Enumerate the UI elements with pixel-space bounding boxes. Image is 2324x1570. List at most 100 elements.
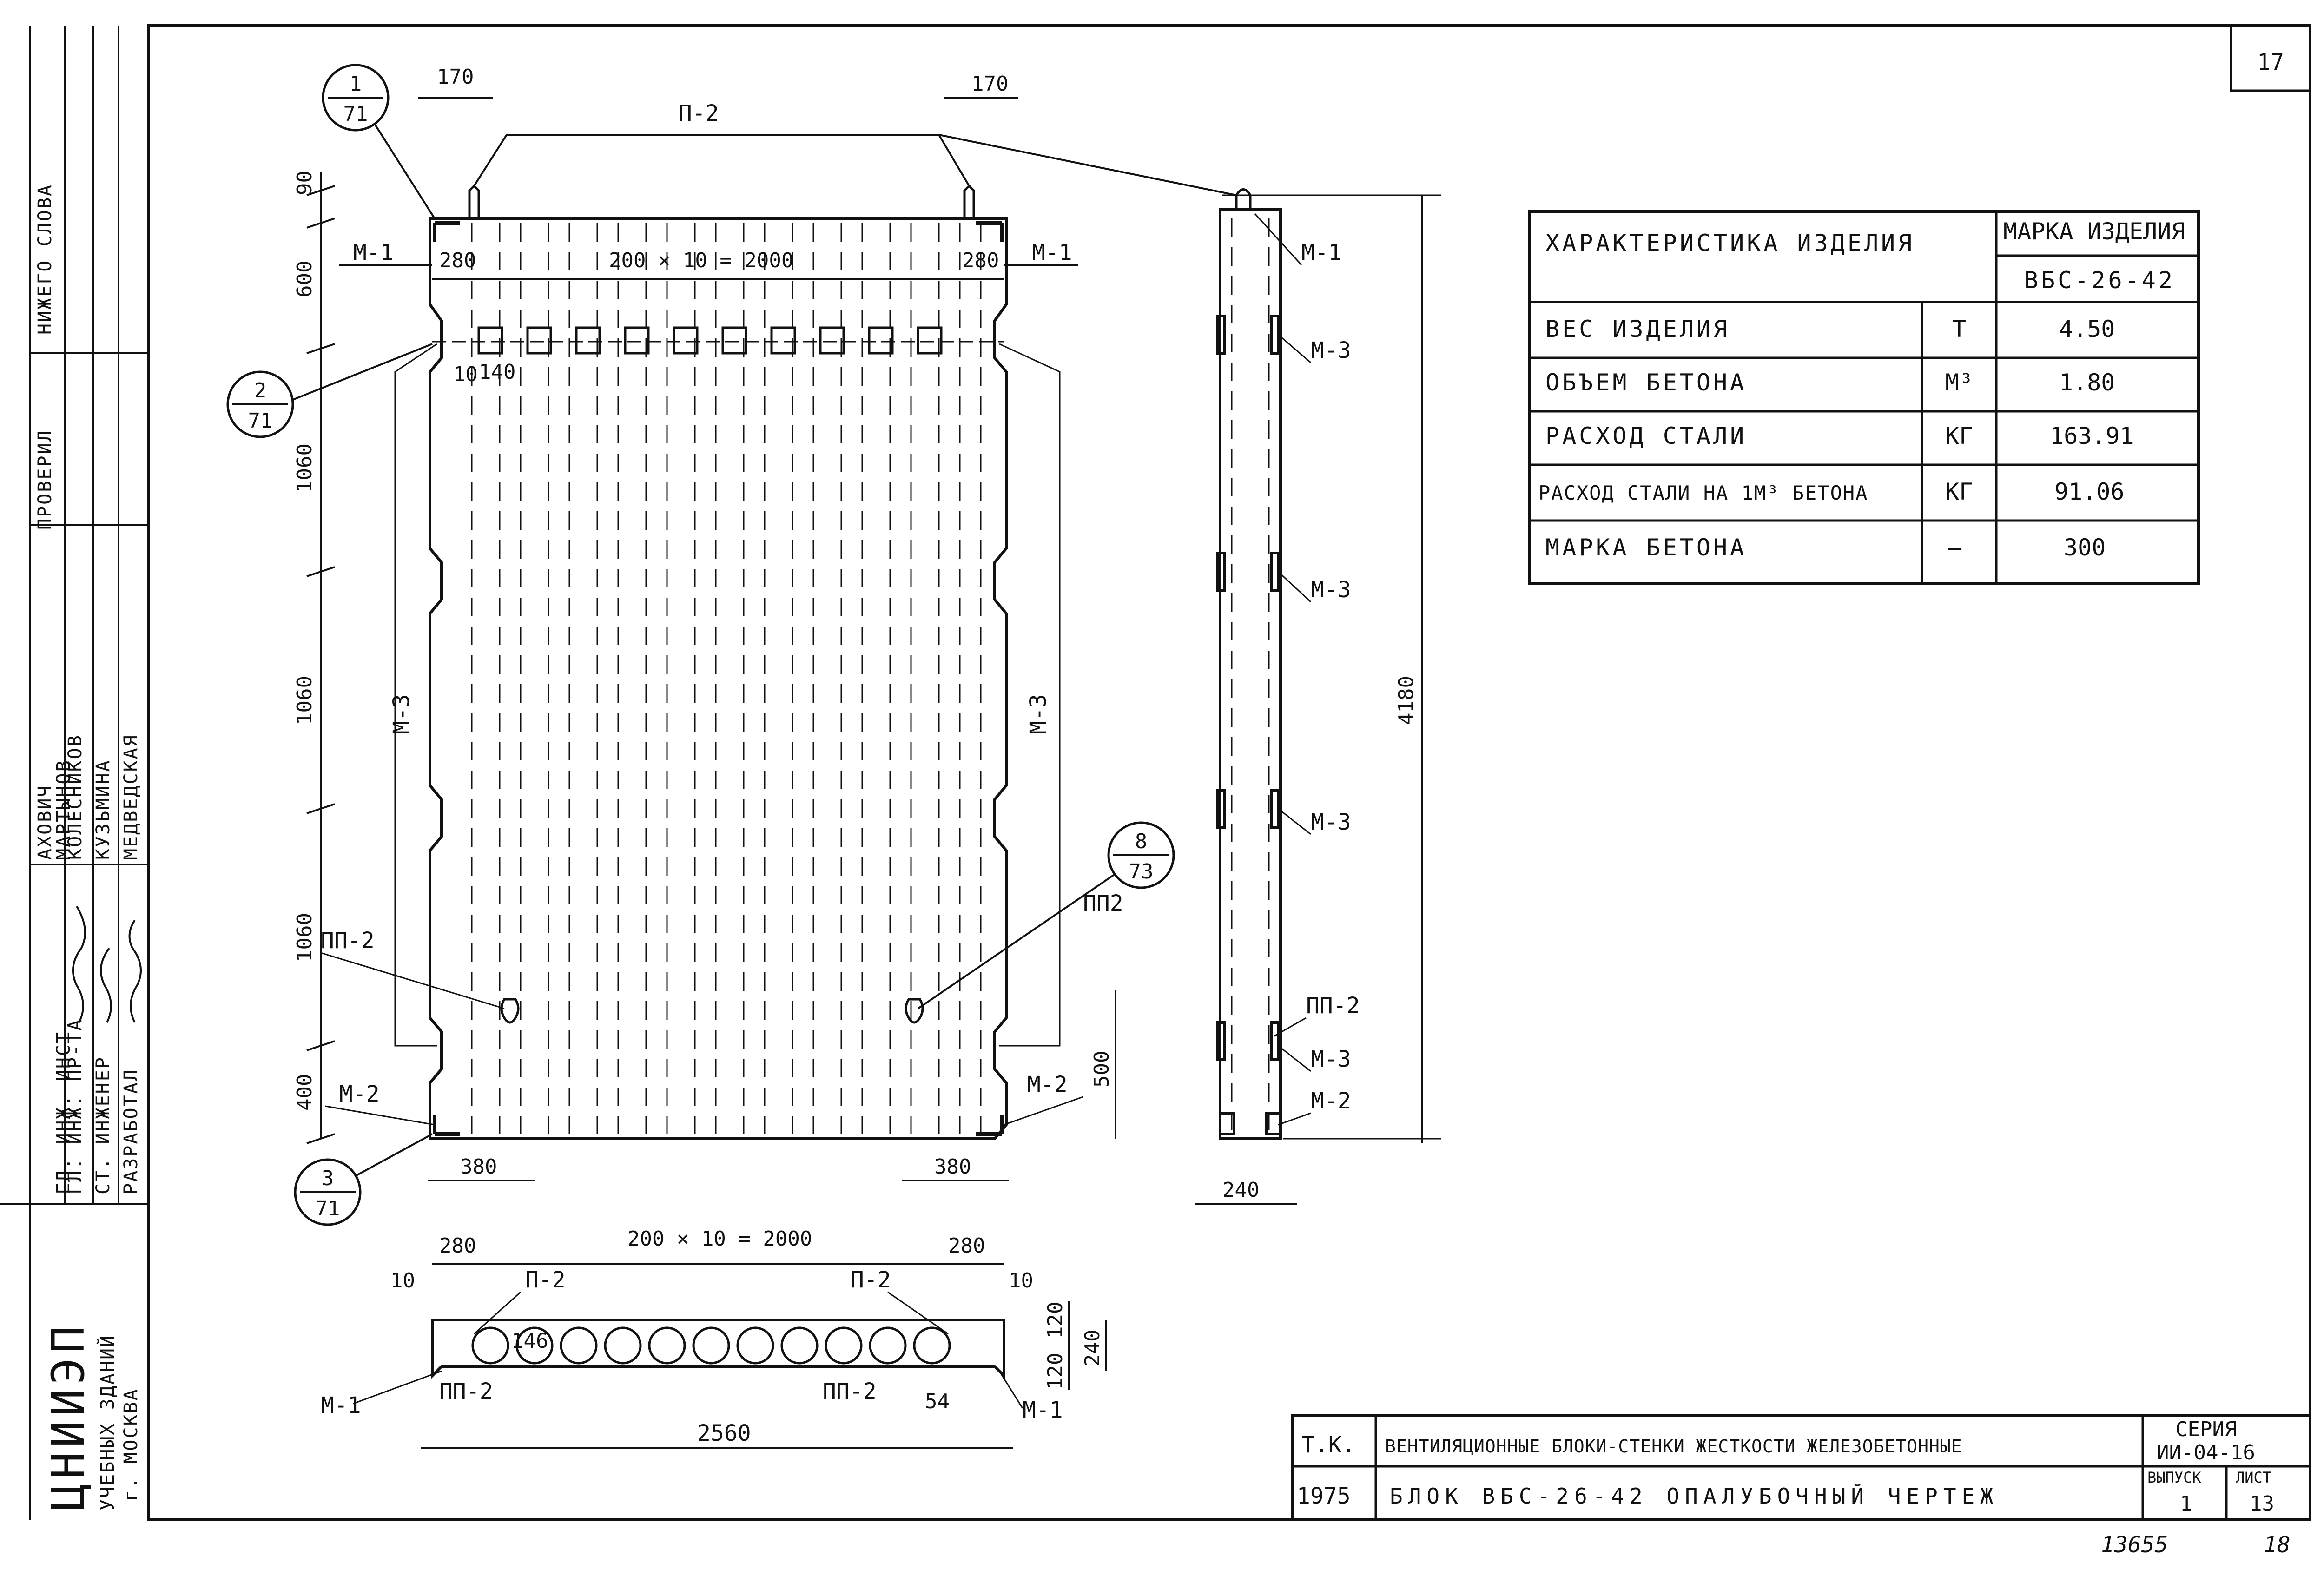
plan-dim-120-top: 120 xyxy=(1043,1302,1067,1339)
stamp-role-1: ГЛ. ИНЖ. ПР-ТА xyxy=(65,1018,86,1194)
row-4-label: МАРКА БЕТОНА xyxy=(1545,534,1747,561)
archive-number: 13655 xyxy=(2101,1532,2168,1558)
series-label: СЕРИЯ xyxy=(2175,1418,2237,1441)
row-3-label: РАСХОД СТАЛИ НА 1М³ БЕТОНА xyxy=(1538,482,1868,504)
stamp-name-3: МЕДВЕДСКАЯ xyxy=(120,734,142,860)
svg-text:73: 73 xyxy=(1129,860,1154,884)
characteristics-table: ХАРАКТЕРИСТИКА ИЗДЕЛИЯ МАРКА ИЗДЕЛИЯ ВБС… xyxy=(1528,210,2200,585)
openings-row xyxy=(477,326,943,355)
row-1-unit: М³ xyxy=(1945,369,1973,396)
row-2-label: РАСХОД СТАЛИ xyxy=(1545,422,1747,449)
dim-bottom-380-right: 380 xyxy=(934,1155,971,1179)
plan-dim-10-right: 10 xyxy=(1009,1269,1033,1293)
plan-dim-146: 146 xyxy=(511,1329,548,1353)
series-title: ВЕНТИЛЯЦИОННЫЕ БЛОКИ-СТЕНКИ ЖЕСТКОСТИ ЖЕ… xyxy=(1385,1436,1962,1457)
series-code: ИИ-04-16 xyxy=(2157,1441,2255,1464)
drawing-title: БЛОК ВБС-26-42 ОПАЛУБОЧНЫЙ ЧЕРТЕЖ xyxy=(1390,1484,1999,1509)
elevation-view: 90 600 1060 1060 1060 400 170 170 280 20… xyxy=(226,64,1237,1226)
plan-label-pp2-left: ПП-2 xyxy=(439,1379,493,1405)
callout-8-73: 8 73 xyxy=(917,821,1175,1009)
stamp-header-mid: ПРОВЕРИЛ xyxy=(34,429,56,530)
signature-2 xyxy=(100,947,112,1023)
page-number: 18 xyxy=(2264,1532,2291,1558)
side-height: 4180 xyxy=(1394,676,1418,725)
dim-v-1060b: 1060 xyxy=(293,676,317,725)
plan-label-pp2-right: ПП-2 xyxy=(823,1379,877,1405)
row-0-label: ВЕС ИЗДЕЛИЯ xyxy=(1545,316,1730,343)
row-0-unit: Т xyxy=(1952,316,1966,343)
row-2-value: 163.91 xyxy=(2050,422,2134,449)
stamp-name-1: КОЛЕСНИКОВ xyxy=(65,734,86,860)
plan-label-p2-right: П-2 xyxy=(851,1267,891,1293)
dim-bottom-380-left: 380 xyxy=(460,1155,497,1179)
institute-name: ЦНИИЭП xyxy=(42,1321,94,1511)
row-2-unit: КГ xyxy=(1945,422,1973,449)
callout-1-71: 1 71 xyxy=(322,64,436,219)
plan-voids xyxy=(471,1326,951,1365)
table-header-right: МАРКА ИЗДЕЛИЯ xyxy=(2003,218,2185,245)
dim-inner-280-left: 280 xyxy=(439,249,476,272)
table-product-mark: ВБС-26-42 xyxy=(2024,267,2175,294)
issue-label: ВЫПУСК xyxy=(2147,1469,2201,1486)
callout-3-71: 3 71 xyxy=(294,1133,433,1226)
dim-v-1060a: 1060 xyxy=(293,443,317,493)
sheet-number-box xyxy=(2230,24,2311,92)
row-3-unit: КГ xyxy=(1945,478,1973,505)
sheet-number: 17 xyxy=(2257,49,2284,75)
institute-city: г. МОСКВА xyxy=(120,1388,142,1501)
signature-3 xyxy=(128,919,142,1023)
dim-inner-280-right: 280 xyxy=(962,249,999,272)
dim-v-90: 90 xyxy=(293,171,317,195)
stamp-side-note: НИЖЕГО СЛОВА xyxy=(34,184,56,335)
side-view: 4180 240 М-1 М-3 М-3 М-3 ПП-2 М-3 М-2 xyxy=(1195,188,1441,1205)
stamp-role-3: РАЗРАБОТАЛ xyxy=(120,1069,142,1194)
svg-text:8: 8 xyxy=(1135,830,1148,853)
svg-text:71: 71 xyxy=(316,1197,340,1220)
signature-1 xyxy=(72,905,86,1023)
svg-text:1: 1 xyxy=(350,72,362,96)
side-label-pp2: ПП-2 xyxy=(1306,993,1360,1019)
label-pp2-left: ПП-2 xyxy=(321,928,375,954)
svg-text:71: 71 xyxy=(343,102,368,126)
row-0-value: 4.50 xyxy=(2059,316,2115,343)
stamp-role-0: ГЛ. ИНЖ. ИНСТ. xyxy=(53,1018,74,1194)
label-m2-left: М-2 xyxy=(339,1081,380,1107)
label-p2: П-2 xyxy=(679,100,719,126)
side-label-m3-4: М-3 xyxy=(1311,1046,1351,1072)
tk-label: Т.К. xyxy=(1301,1432,1355,1458)
dim-v-400: 400 xyxy=(293,1074,317,1111)
issue-number: 1 xyxy=(2180,1492,2192,1516)
label-m2-right: М-2 xyxy=(1027,1072,1068,1098)
row-3-value: 91.06 xyxy=(2054,478,2125,505)
row-4-unit: — xyxy=(1948,534,1962,561)
side-label-m3-1: М-3 xyxy=(1311,337,1351,363)
dim-top-170-right: 170 xyxy=(971,72,1008,96)
sheet-of-series: 13 xyxy=(2250,1492,2274,1516)
row-4-value: 300 xyxy=(2064,534,2106,561)
stamp-name-2: КУЗЬМИНА xyxy=(92,759,114,860)
plan-dim-120-bottom: 120 xyxy=(1043,1353,1067,1390)
dim-inner-2000: 200 × 10 = 2000 xyxy=(609,249,793,272)
dim-top-170-left: 170 xyxy=(437,65,474,89)
year: 1975 xyxy=(1297,1483,1351,1509)
plan-dim-280-left: 280 xyxy=(439,1234,476,1258)
side-label-m3-3: М-3 xyxy=(1311,809,1351,835)
plan-dim-54: 54 xyxy=(925,1390,950,1413)
dim-500: 500 xyxy=(1090,1051,1114,1088)
side-label-m3-2: М-3 xyxy=(1311,577,1351,603)
side-label-m2: М-2 xyxy=(1311,1088,1351,1114)
plan-label-m1-left: М-1 xyxy=(321,1392,361,1418)
inner-frame xyxy=(147,24,2311,1521)
table-header-left: ХАРАКТЕРИСТИКА ИЗДЕЛИЯ xyxy=(1545,230,1915,257)
dim-v-1060c: 1060 xyxy=(293,913,317,962)
stamp-role-2: СТ. ИНЖЕНЕР xyxy=(92,1056,114,1194)
label-pp2-right: ПП2 xyxy=(1083,891,1123,917)
title-block: Т.К. 1975 ВЕНТИЛЯЦИОННЫЕ БЛОКИ-СТЕНКИ ЖЕ… xyxy=(1291,1414,2311,1521)
side-width: 240 xyxy=(1222,1178,1259,1202)
label-m1-left: М-1 xyxy=(353,240,394,266)
side-label-m1: М-1 xyxy=(1301,240,1342,266)
institute-subtitle: УЧЕБНЫХ ЗДАНИЙ xyxy=(96,1334,119,1511)
stamp-header-top: АХОВИЧ xyxy=(34,785,56,860)
dim-small-140: 140 xyxy=(479,360,515,384)
plan-dim-240: 240 xyxy=(1081,1330,1104,1366)
